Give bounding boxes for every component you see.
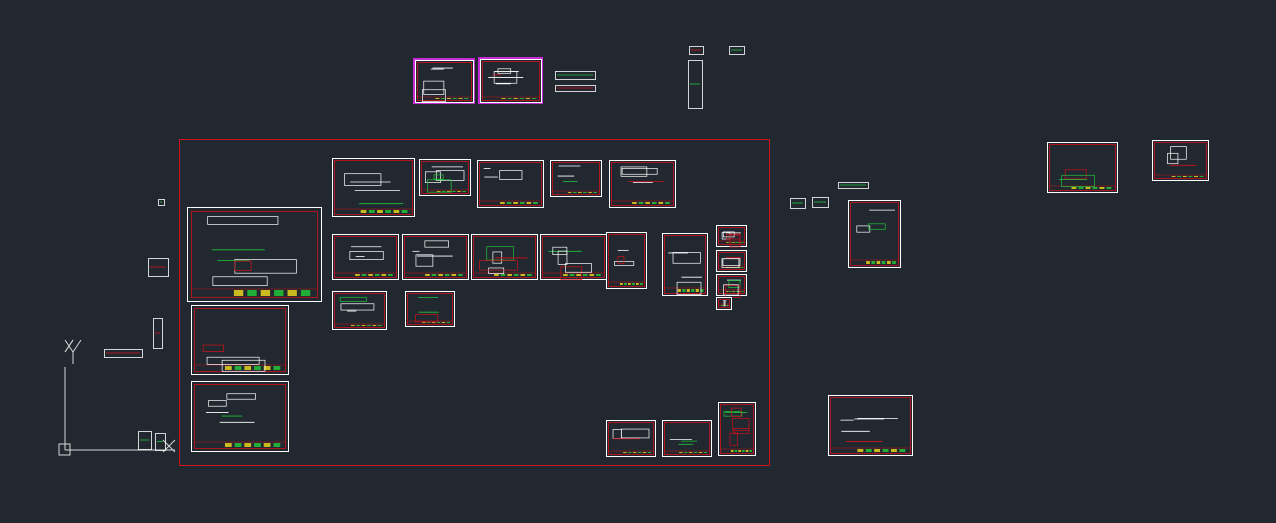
drawing-sheet[interactable] <box>609 160 676 208</box>
drawing-fragment[interactable] <box>689 46 704 55</box>
drawing-fragment[interactable] <box>153 318 163 349</box>
drawing-sheet[interactable] <box>471 234 538 280</box>
drawing-sheet[interactable] <box>716 297 732 310</box>
drawing-fragment[interactable] <box>838 182 869 189</box>
drawing-sheet[interactable] <box>413 58 475 104</box>
drawing-sheet[interactable] <box>478 57 543 104</box>
drawing-sheet[interactable] <box>662 420 712 457</box>
drawing-fragment[interactable] <box>790 198 806 209</box>
drawing-fragment[interactable] <box>104 349 143 358</box>
ucs-axis-icon <box>58 339 176 456</box>
drawing-sheet[interactable] <box>716 274 747 298</box>
master-layout-frame <box>179 139 770 466</box>
drawing-fragment[interactable] <box>812 197 829 208</box>
drawing-sheet[interactable] <box>540 234 607 281</box>
drawing-sheet[interactable] <box>606 232 647 289</box>
drawing-sheet[interactable] <box>662 233 708 296</box>
drawing-sheet[interactable] <box>187 207 322 302</box>
drawing-sheet[interactable] <box>477 160 544 208</box>
drawing-sheet[interactable] <box>419 159 471 196</box>
drawing-sheet[interactable] <box>718 402 756 456</box>
drawing-sheet[interactable] <box>716 250 747 272</box>
drawing-sheet[interactable] <box>828 395 913 456</box>
drawing-fragment[interactable] <box>555 85 596 92</box>
drawing-sheet[interactable] <box>191 381 289 452</box>
drawing-sheet[interactable] <box>332 158 415 217</box>
drawing-fragment[interactable] <box>555 71 596 80</box>
drawing-sheet[interactable] <box>1047 142 1118 193</box>
drawing-sheet[interactable] <box>848 200 901 268</box>
drawing-sheet[interactable] <box>332 234 399 280</box>
drawing-fragment[interactable] <box>158 199 165 206</box>
drawing-fragment[interactable] <box>138 431 152 450</box>
drawing-fragment[interactable] <box>148 258 169 277</box>
drawing-sheet[interactable] <box>606 420 656 457</box>
drawing-fragment[interactable] <box>729 46 745 55</box>
drawing-sheet[interactable] <box>550 160 602 197</box>
drawing-sheet[interactable] <box>405 291 455 327</box>
drawing-sheet[interactable] <box>402 234 469 280</box>
drawing-sheet[interactable] <box>332 291 387 330</box>
drawing-fragment[interactable] <box>155 433 166 451</box>
drawing-fragment[interactable] <box>688 60 703 109</box>
drawing-sheet[interactable] <box>191 305 289 375</box>
drawing-sheet[interactable] <box>716 225 747 248</box>
drawing-sheet[interactable] <box>1152 140 1209 181</box>
